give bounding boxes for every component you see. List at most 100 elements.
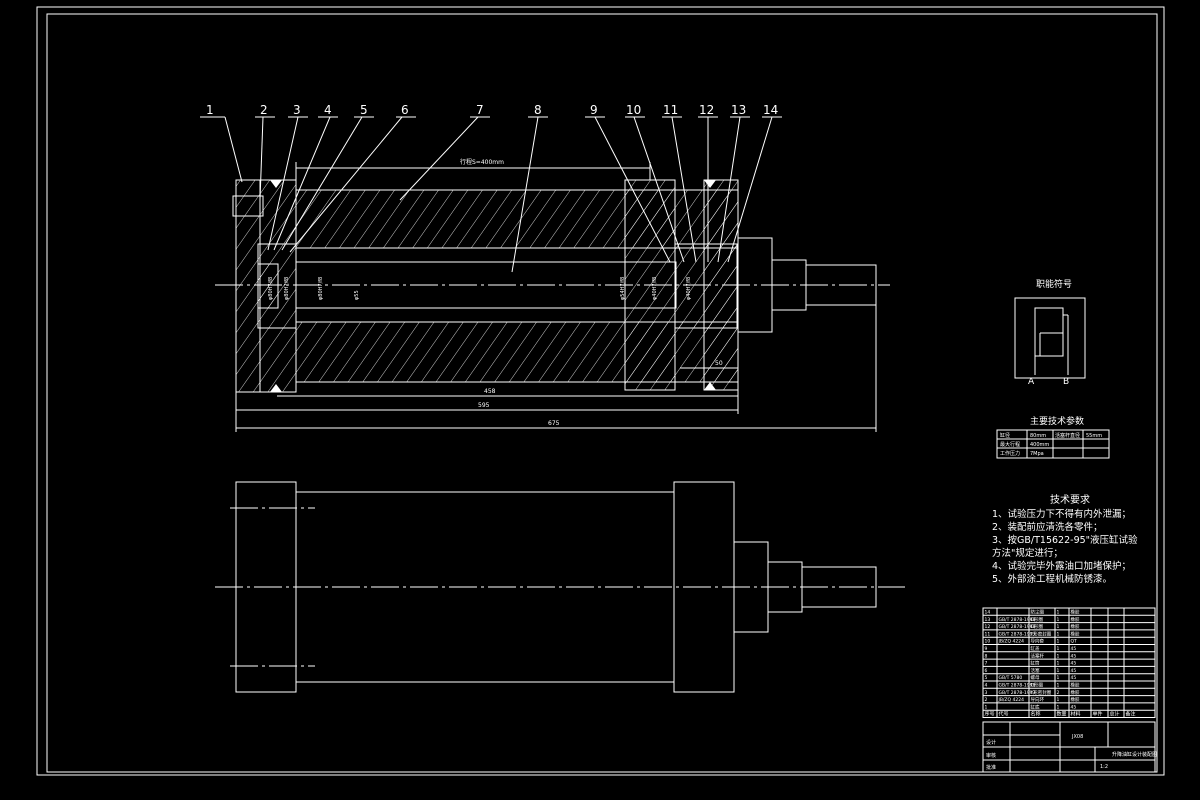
dim-675: 675 [548,420,560,427]
cylinder-symbol [1014,297,1086,379]
tech-line: 5、外部涂工程机械防锈漆。 [992,573,1112,585]
bom-header-cell: 总计 [1110,711,1120,718]
param-cell: 缸径 [1000,432,1010,439]
horizontal-dims [235,305,877,432]
param-cell: 400mm [1030,442,1049,448]
balloon-4: 4 [324,103,332,117]
bom-cell: 1 [1057,697,1060,703]
weld-mark [270,180,282,188]
bom-cell: QT [1071,639,1078,645]
dia-6: φ40H7/f8 [652,277,658,300]
balloon-7: 7 [476,103,484,117]
tech-line: 方法"规定进行； [992,547,1063,559]
balloon-3: 3 [293,103,301,117]
balloon-8: 8 [534,103,542,117]
param-cell: 7Mpa [1030,451,1044,457]
balloon-10: 10 [626,103,641,117]
bom-cell: 导向环 [1031,696,1045,703]
bom-cell: 防尘圈 [1031,609,1045,616]
bom-cell: GB/T 2878-1993 [999,631,1036,637]
balloon-9: 9 [590,103,598,117]
bom-cell: 活塞杆 [1031,652,1045,659]
weld-mark [704,382,716,390]
stroke-label: 行程S=400mm [460,158,504,166]
bom-cell: 45 [1071,668,1077,674]
weld-mark [704,180,716,188]
balloon-14: 14 [763,103,778,117]
dia-2: φ80H7/f8 [284,277,290,300]
balloon-2: 2 [260,103,268,117]
bom-header-cell: 材料 [1071,711,1081,718]
scale: 1:2 [1100,764,1108,770]
weld-mark [270,384,282,392]
bom-cell: 1 [1057,704,1060,710]
bom-cell: GB/T 2878-1993 [999,617,1036,623]
outer-border [36,6,1165,776]
bom-cell: Y形密封圈 [1030,630,1052,637]
balloon-6: 6 [401,103,409,117]
bom-cell: 45 [1071,646,1077,652]
dia-5: φ54H7/f8 [620,277,626,300]
bom-cell: GB/T 2878-1993 [999,683,1036,689]
bom-cell: 缸筒 [1031,660,1040,667]
port-a: A [1028,377,1035,387]
dia-4: φ55 [354,290,360,300]
bom-cell: 橡胶 [1071,609,1080,616]
bom-cell: Y形密封圈 [1030,689,1052,696]
dim-595: 595 [478,402,490,409]
bom-cell: 45 [1071,661,1077,667]
dim-50: 50 [715,360,723,367]
bom-cell: 7 [985,661,988,667]
inner-border [46,13,1158,773]
bom-cell: 1 [1057,653,1060,659]
bom-header-cell: 单件 [1093,711,1103,718]
bom-header-cell: 序号 [985,711,995,718]
drawing-title: 升降油缸设计装配图 [1112,751,1157,758]
bom-cell: 橡胶 [1071,630,1080,637]
bom-header-cell: 备注 [1126,711,1136,718]
bom-cell: 橡胶 [1071,682,1080,689]
param-cell: 80mm [1030,433,1046,439]
bom-cell: 4 [985,683,988,689]
title-block [982,721,1156,773]
params-table [996,429,1110,459]
param-cell: 工作压力 [1000,450,1020,457]
bom-cell: 2 [985,697,988,703]
tech-title: 技术要求 [1050,493,1090,506]
bom-cell: 橡胶 [1071,689,1080,696]
bom-cell: 45 [1071,653,1077,659]
param-cell: 活塞杆直径 [1055,432,1080,439]
params-title: 主要技术参数 [1030,415,1084,427]
bom-cell: 缸盖 [1031,645,1040,652]
dia-7: φ40H7/f8 [686,277,692,300]
port-b: B [1063,377,1069,387]
tb-checker: 审核 [986,752,996,759]
bom-cell: 1 [1057,661,1060,667]
dim-458: 458 [484,388,496,395]
bom-cell: 2 [1057,690,1060,696]
symbol-title: 职能符号 [1036,278,1072,290]
bom-cell: 1 [1057,624,1060,630]
project-code: JX08 [1071,734,1083,740]
dia-3: φ80H7/f8 [318,277,324,300]
bom-cell: 11 [985,631,991,637]
bom-cell: 3 [985,690,988,696]
bom-header-cell: 数量 [1057,711,1067,718]
bom-cell: 1 [1057,610,1060,616]
bom-cell: 缸底 [1031,703,1040,710]
bom-cell: GB/T 2878-1993 [999,624,1036,630]
tech-line: 3、按GB/T15622-95"液压缸试验 [992,534,1138,546]
bom-cell: 活塞 [1031,667,1040,674]
bom-cell: 10 [985,639,991,645]
bom-cell: 45 [1071,704,1077,710]
bom-cell: 12 [985,624,991,630]
param-cell: 最大行程 [1000,441,1020,448]
bom-cell: 1 [1057,668,1060,674]
bom-cell: 1 [1057,675,1060,681]
tb-approver: 批准 [986,764,996,771]
balloon-13: 13 [731,103,746,117]
balloon-leaders [200,116,782,273]
bom-cell: GB/T 2878-1993 [999,690,1036,696]
balloon-11: 11 [663,103,678,117]
